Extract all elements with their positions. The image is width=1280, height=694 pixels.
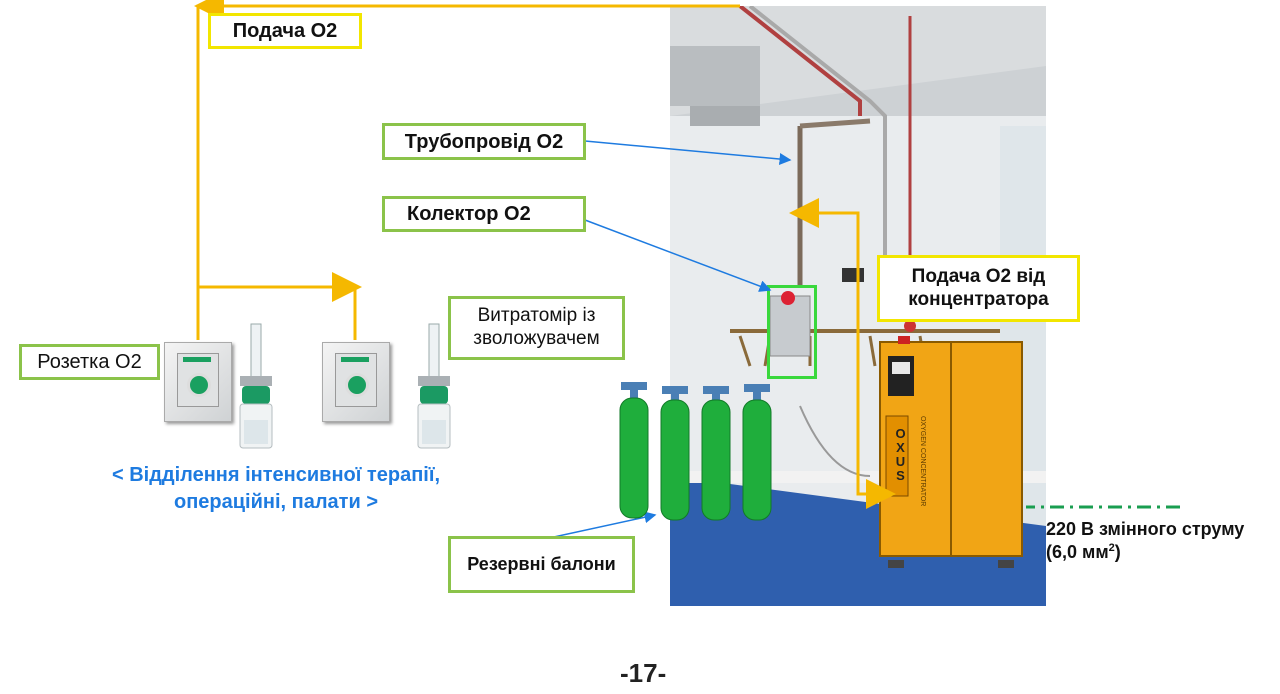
cylinder-2 (660, 386, 690, 521)
power-cable: (6,0 мм2) (1046, 542, 1121, 563)
collector-highlight (767, 285, 817, 379)
supply-o2-label: Подача O2 (208, 13, 362, 49)
cylinder-3 (701, 386, 731, 521)
supply-from-concentrator-label: Подача O2 від концентратора (877, 255, 1080, 322)
cylinder-4 (742, 384, 772, 521)
page-number: -17- (620, 658, 667, 688)
caption-line-1: < Відділення інтенсивної терапії, (111, 464, 441, 486)
flowmeter-humidifier-1 (239, 323, 273, 449)
collector-label: Колектор O2 (382, 196, 586, 232)
supply-line-top (196, 4, 740, 340)
flowmeter-label: Витратомір із зволожувачем (448, 296, 625, 360)
oxygen-room-photo: OXUS OXYGEN CONCENTRATOR (670, 6, 1046, 606)
cylinder-1 (619, 382, 649, 519)
machine-subtitle: OXYGEN CONCENTRATOR (919, 416, 926, 507)
pipeline-label: Трубопровід O2 (382, 123, 586, 160)
collector-pointer (584, 219, 772, 292)
caption-line-2: операційні, палати > (173, 491, 378, 513)
oxygen-outlet-2 (322, 342, 390, 422)
pipeline-pointer (584, 140, 792, 166)
machine-brand: OXUS (893, 426, 908, 482)
oxygen-outlet-1 (164, 342, 232, 422)
power-voltage: 220 В змінного струму (1046, 519, 1245, 539)
flowmeter-humidifier-2 (417, 323, 451, 449)
departments-caption: < Відділення інтенсивної терапії, операц… (80, 462, 472, 516)
outlet-label: Розетка O2 (19, 344, 160, 380)
reserve-cylinders-graphic (619, 382, 772, 521)
cylinders-pointer (539, 511, 657, 541)
reserve-cylinders-label: Резервні балони (448, 536, 635, 593)
oxygen-room-illustration (670, 6, 1046, 606)
power-cable-sup: 2 (1108, 542, 1115, 555)
power-spec: 220 В змінного струму (6,0 мм2) (1046, 518, 1244, 565)
